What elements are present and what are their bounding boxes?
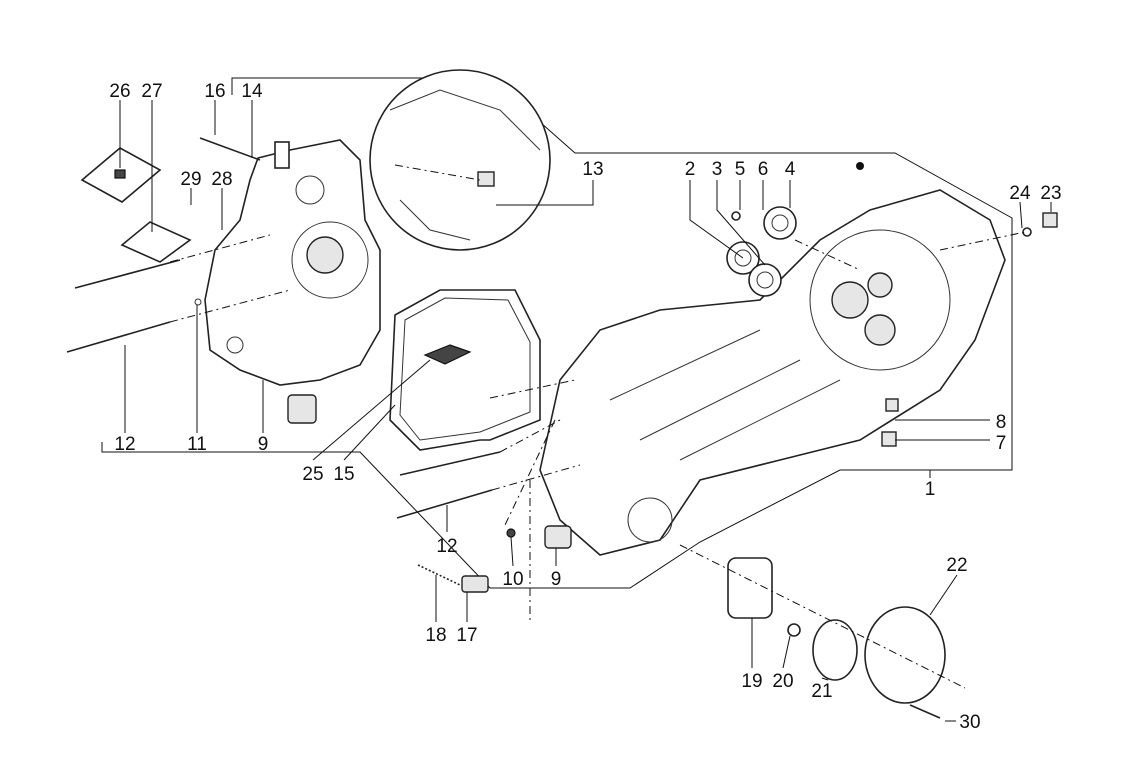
callout-26: 26 xyxy=(109,81,130,102)
callout-29: 29 xyxy=(180,169,201,190)
callout-20: 20 xyxy=(772,671,793,692)
center-gasket xyxy=(389,289,541,451)
lower-parts xyxy=(396,398,946,719)
callout-23: 23 xyxy=(1040,183,1061,204)
callout-16: 16 xyxy=(204,81,225,102)
main-crankcase xyxy=(539,162,1006,556)
alignment-lines xyxy=(169,231,1026,689)
callout-4: 4 xyxy=(785,159,796,180)
callout-21: 21 xyxy=(811,681,832,702)
callout-10: 10 xyxy=(502,569,523,590)
callout-12: 12 xyxy=(114,434,135,455)
callout-17: 17 xyxy=(456,625,477,646)
left-crankcase-half xyxy=(204,139,381,386)
callout-labels: 26 27 16 14 29 28 13 2 3 5 6 4 24 23 8 7… xyxy=(109,81,1061,733)
callout-6: 6 xyxy=(758,159,769,180)
callout-28: 28 xyxy=(211,169,232,190)
studs-left xyxy=(66,137,317,424)
callout-1: 1 xyxy=(925,479,936,500)
callout-18: 18 xyxy=(425,625,446,646)
callout-9: 9 xyxy=(258,434,269,455)
callout-9-lower: 9 xyxy=(551,569,562,590)
gaskets-26-27 xyxy=(80,147,192,263)
callout-25: 25 xyxy=(302,464,323,485)
callout-22: 22 xyxy=(946,555,967,576)
callout-13: 13 xyxy=(582,159,603,180)
callout-2: 2 xyxy=(685,159,696,180)
callout-12-lower: 12 xyxy=(436,536,457,557)
callout-30: 30 xyxy=(959,712,980,733)
callout-27: 27 xyxy=(141,81,162,102)
callout-3: 3 xyxy=(712,159,723,180)
callout-24: 24 xyxy=(1009,183,1031,204)
leader-lines xyxy=(119,100,1052,722)
callout-8: 8 xyxy=(996,412,1007,433)
callout-19: 19 xyxy=(741,671,762,692)
callout-14: 14 xyxy=(241,81,263,102)
callout-11: 11 xyxy=(187,434,207,455)
detail-magnifier xyxy=(369,69,551,251)
callout-7: 7 xyxy=(996,433,1007,454)
callout-15: 15 xyxy=(333,464,354,485)
callout-5: 5 xyxy=(735,159,746,180)
